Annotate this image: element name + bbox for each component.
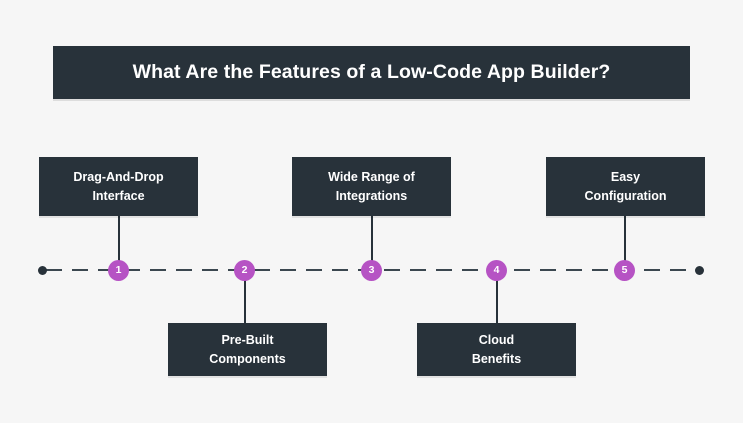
- step-number-3: 3: [368, 264, 375, 277]
- page-title: What Are the Features of a Low-Code App …: [132, 60, 611, 83]
- feature-label-2: Pre-Built Components: [209, 333, 286, 366]
- feature-box-5[interactable]: Easy Configuration: [546, 157, 705, 216]
- step-marker-2[interactable]: 2: [234, 260, 255, 281]
- connector-stem-5: [624, 216, 626, 270]
- step-marker-1[interactable]: 1: [108, 260, 129, 281]
- step-number-5: 5: [621, 264, 628, 277]
- feature-label-4: Cloud Benefits: [471, 333, 522, 366]
- feature-box-3[interactable]: Wide Range of Integrations: [292, 157, 451, 216]
- step-number-4: 4: [493, 264, 500, 277]
- step-number-2: 2: [241, 264, 248, 277]
- timeline-start-dot: [38, 266, 47, 275]
- feature-box-1[interactable]: Drag-And-Drop Interface: [39, 157, 198, 216]
- connector-stem-4: [496, 271, 498, 323]
- step-number-1: 1: [115, 264, 122, 277]
- timeline-end-dot: [695, 266, 704, 275]
- feature-label-3: Wide Range of Integrations: [328, 170, 415, 203]
- feature-box-2[interactable]: Pre-Built Components: [168, 323, 327, 376]
- connector-stem-1: [118, 216, 120, 270]
- title-banner: What Are the Features of a Low-Code App …: [53, 46, 690, 99]
- step-marker-3[interactable]: 3: [361, 260, 382, 281]
- connector-stem-2: [244, 271, 246, 323]
- connector-stem-3: [371, 216, 373, 270]
- step-marker-4[interactable]: 4: [486, 260, 507, 281]
- step-marker-5[interactable]: 5: [614, 260, 635, 281]
- feature-label-1: Drag-And-Drop Interface: [73, 170, 164, 203]
- feature-box-4[interactable]: Cloud Benefits: [417, 323, 576, 376]
- feature-label-5: Easy Configuration: [584, 170, 667, 203]
